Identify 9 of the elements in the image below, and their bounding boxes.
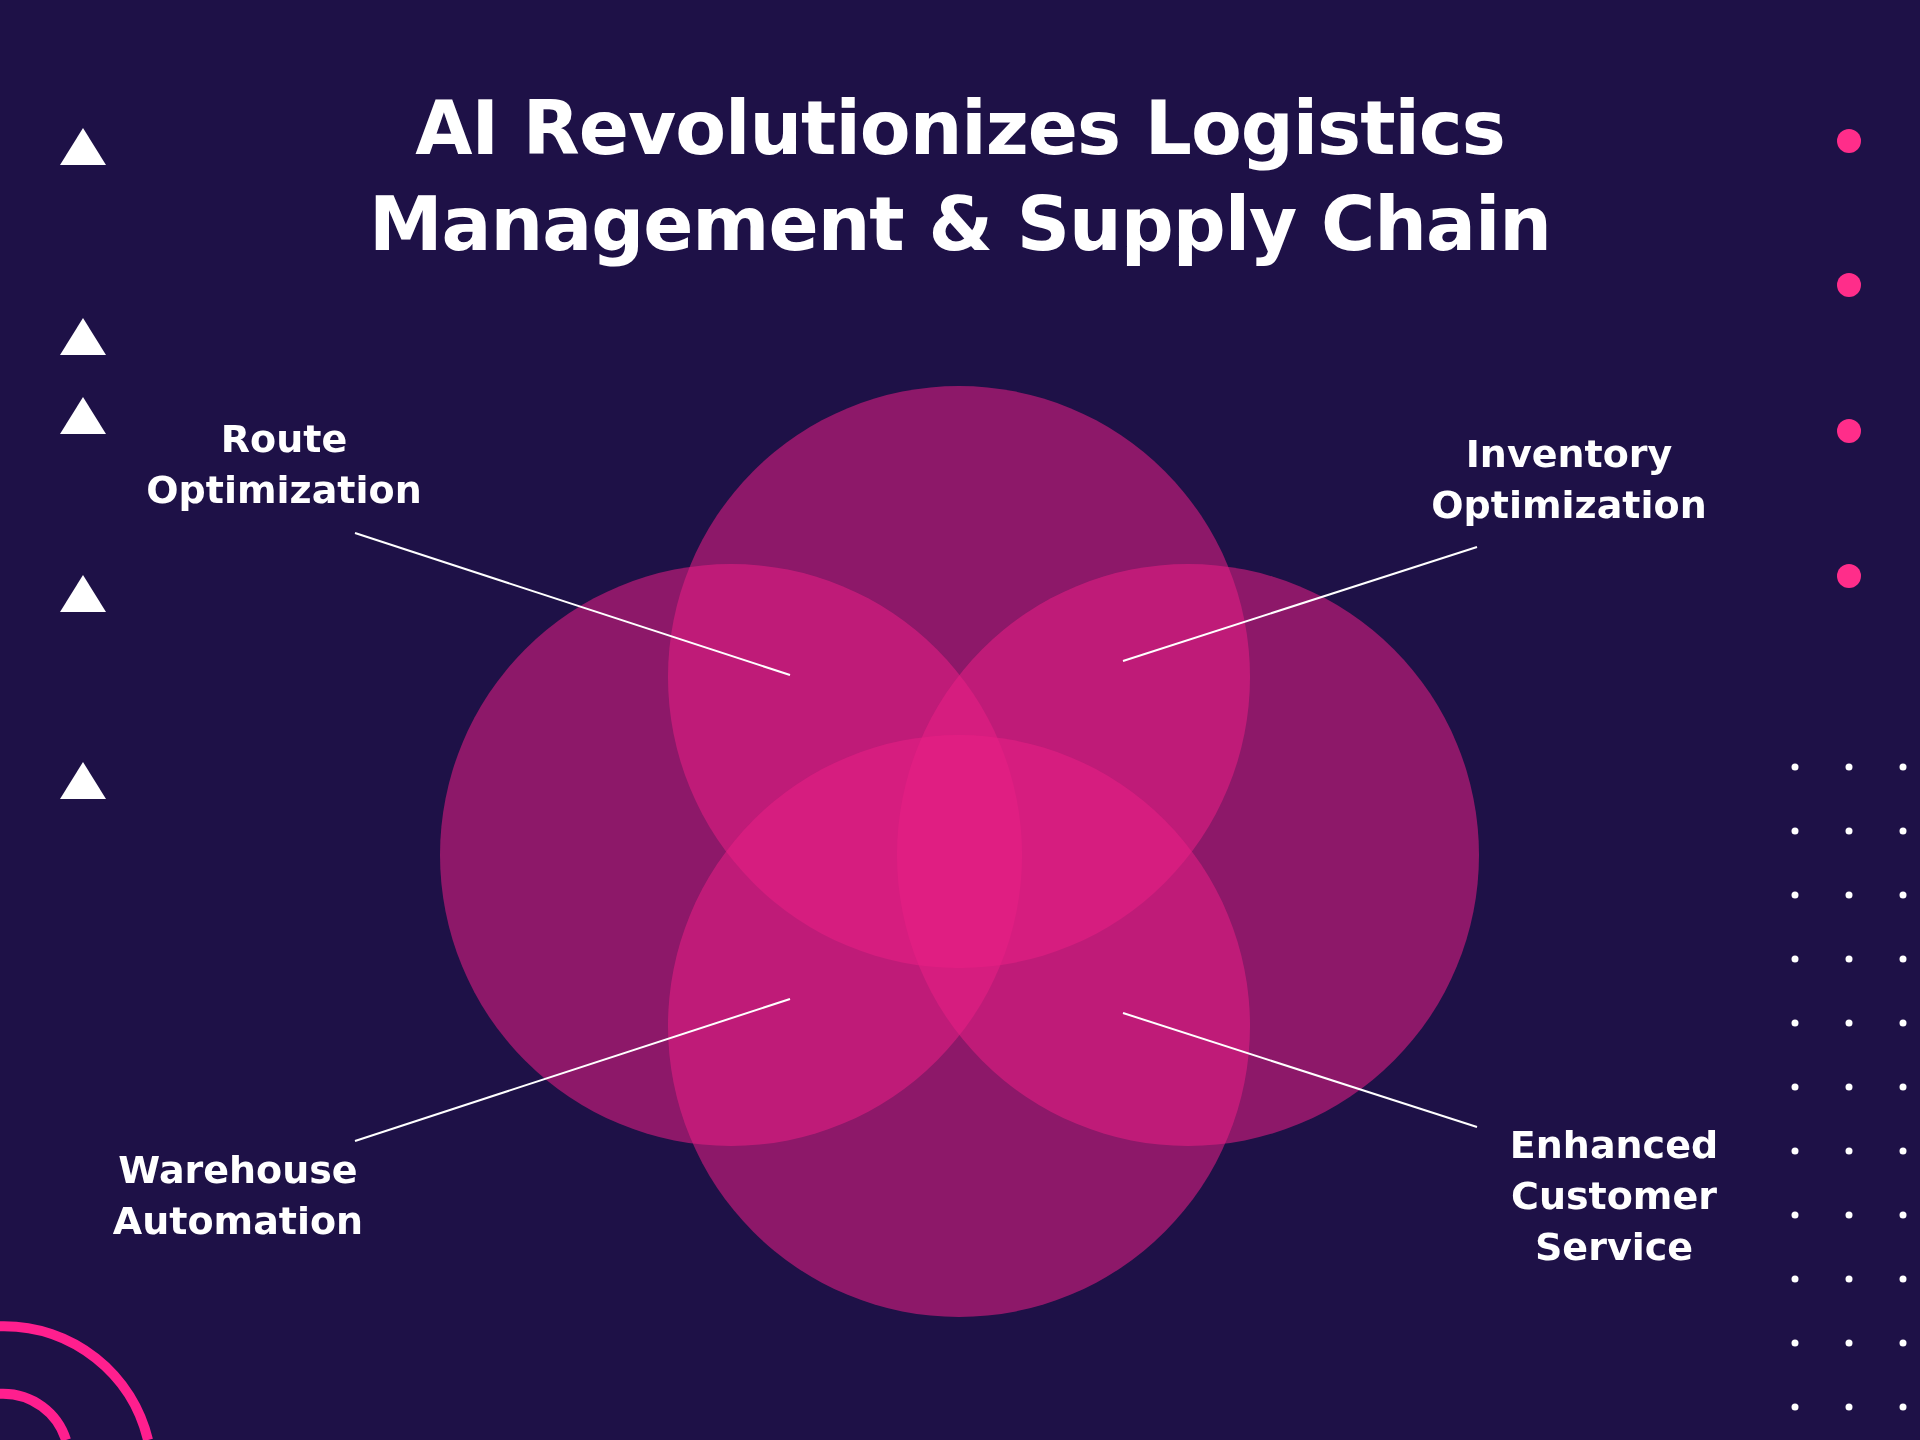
leader-line [1122,1012,1478,1128]
category-label: Enhanced Customer Service [1449,1119,1779,1273]
category-label: Warehouse Automation [73,1145,403,1247]
category-label: Route Optimization [119,414,449,516]
leader-line [354,532,791,676]
leader-line [1122,546,1478,662]
title: AI Revolutionizes Logistics Management & Supply Chain [368,84,1552,269]
leader-line [354,998,791,1142]
category-label: Inventory Optimization [1404,429,1734,531]
